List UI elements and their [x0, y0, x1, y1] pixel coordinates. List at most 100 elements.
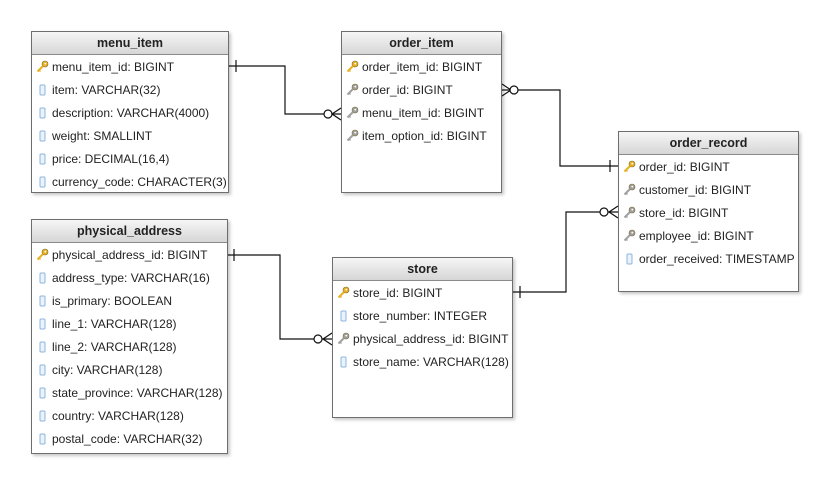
field-label: description: VARCHAR(4000) [52, 105, 210, 120]
entity-field[interactable]: menu_item_id: BIGINT [32, 55, 228, 78]
zero-marker [509, 85, 519, 95]
field-label: order_item_id: BIGINT [362, 59, 483, 74]
entity-title: store [333, 258, 512, 281]
entity-field[interactable]: menu_item_id: BIGINT [342, 101, 501, 124]
field-list: order_id: BIGINT customer_id: BIGINT store… [619, 155, 798, 270]
entity-field[interactable]: order_id: BIGINT [619, 155, 798, 178]
many-marker [331, 113, 342, 121]
entity-field[interactable]: weight: SMALLINT [32, 124, 228, 147]
entity-field[interactable]: order_item_id: BIGINT [342, 55, 501, 78]
entity-field[interactable]: customer_id: BIGINT [619, 178, 798, 201]
column-icon [36, 106, 49, 120]
many-marker [501, 83, 512, 91]
foreign-key-icon [623, 229, 636, 243]
many-marker [322, 332, 333, 340]
relationship-line [229, 65, 341, 115]
entity-field[interactable]: physical_address_id: BIGINT [32, 243, 227, 266]
column-icon [337, 355, 350, 369]
field-label: physical_address_id: BIGINT [52, 247, 208, 262]
entity-field[interactable]: store_id: BIGINT [333, 281, 512, 304]
entity-field[interactable]: order_id: BIGINT [342, 78, 501, 101]
many-marker [608, 211, 619, 219]
column-icon [623, 252, 636, 266]
column-icon [36, 83, 49, 97]
entity-order-item[interactable]: order_item order_item_id: BIGINT order_id… [341, 31, 502, 193]
entity-field[interactable]: store_name: VARCHAR(128) [333, 350, 512, 373]
many-marker [501, 89, 512, 97]
column-icon [36, 363, 49, 377]
entity-title: order_item [342, 32, 501, 55]
entity-field[interactable]: description: VARCHAR(4000) [32, 101, 228, 124]
field-label: currency_code: CHARACTER(3) [52, 174, 227, 189]
column-icon [36, 409, 49, 423]
entity-field[interactable]: store_number: INTEGER [333, 304, 512, 327]
column-icon [36, 175, 49, 189]
field-list: order_item_id: BIGINT order_id: BIGINT men… [342, 55, 501, 147]
many-marker [322, 338, 333, 346]
primary-key-icon [337, 286, 350, 300]
foreign-key-icon [623, 206, 636, 220]
entity-field[interactable]: address_type: VARCHAR(16) [32, 266, 227, 289]
foreign-key-icon [346, 106, 359, 120]
foreign-key-icon [623, 183, 636, 197]
field-label: store_name: VARCHAR(128) [353, 354, 509, 369]
zero-marker [323, 109, 333, 119]
many-marker [331, 107, 342, 115]
primary-key-icon [36, 248, 49, 262]
foreign-key-icon [337, 332, 350, 346]
field-label: item_option_id: BIGINT [362, 128, 487, 143]
entity-field[interactable]: item_option_id: BIGINT [342, 124, 501, 147]
entity-physical-address[interactable]: physical_address physical_address_id: BI… [31, 219, 228, 454]
field-list: physical_address_id: BIGINT address_type:… [32, 243, 227, 450]
field-label: line_2: VARCHAR(128) [52, 339, 177, 354]
column-icon [36, 340, 49, 354]
column-icon [36, 152, 49, 166]
entity-field[interactable]: city: VARCHAR(128) [32, 358, 227, 381]
entity-field[interactable]: line_1: VARCHAR(128) [32, 312, 227, 335]
field-list: menu_item_id: BIGINT item: VARCHAR(32) des… [32, 55, 228, 193]
column-icon [36, 317, 49, 331]
entity-field[interactable]: store_id: BIGINT [619, 201, 798, 224]
primary-key-icon [623, 160, 636, 174]
field-label: employee_id: BIGINT [639, 228, 754, 243]
entity-field[interactable]: price: DECIMAL(16,4) [32, 147, 228, 170]
field-label: menu_item_id: BIGINT [362, 105, 485, 120]
entity-title: physical_address [32, 220, 227, 243]
many-marker [608, 205, 619, 213]
entity-field[interactable]: physical_address_id: BIGINT [333, 327, 512, 350]
entity-field[interactable]: employee_id: BIGINT [619, 224, 798, 247]
entity-field[interactable]: currency_code: CHARACTER(3) [32, 170, 228, 193]
field-label: price: DECIMAL(16,4) [52, 151, 170, 166]
column-icon [36, 271, 49, 285]
field-label: store_id: BIGINT [639, 205, 729, 220]
column-icon [36, 129, 49, 143]
field-label: is_primary: BOOLEAN [52, 293, 173, 308]
column-icon [36, 386, 49, 400]
field-label: customer_id: BIGINT [639, 182, 752, 197]
field-label: postal_code: VARCHAR(32) [52, 431, 203, 446]
field-label: physical_address_id: BIGINT [353, 331, 509, 346]
field-label: order_id: BIGINT [362, 82, 453, 97]
relationship-line [513, 211, 618, 293]
primary-key-icon [36, 60, 49, 74]
column-icon [36, 294, 49, 308]
entity-field[interactable]: state_province: VARCHAR(128) [32, 381, 227, 404]
field-label: menu_item_id: BIGINT [52, 59, 175, 74]
field-label: line_1: VARCHAR(128) [52, 316, 177, 331]
entity-field[interactable]: line_2: VARCHAR(128) [32, 335, 227, 358]
column-icon [337, 309, 350, 323]
field-label: city: VARCHAR(128) [52, 362, 163, 377]
entity-field[interactable]: item: VARCHAR(32) [32, 78, 228, 101]
field-label: order_received: TIMESTAMP [639, 251, 795, 266]
entity-field[interactable]: order_received: TIMESTAMP [619, 247, 798, 270]
zero-marker [313, 334, 323, 344]
entity-field[interactable]: country: VARCHAR(128) [32, 404, 227, 427]
entity-field[interactable]: postal_code: VARCHAR(32) [32, 427, 227, 450]
foreign-key-icon [346, 129, 359, 143]
entity-field[interactable]: is_primary: BOOLEAN [32, 289, 227, 312]
